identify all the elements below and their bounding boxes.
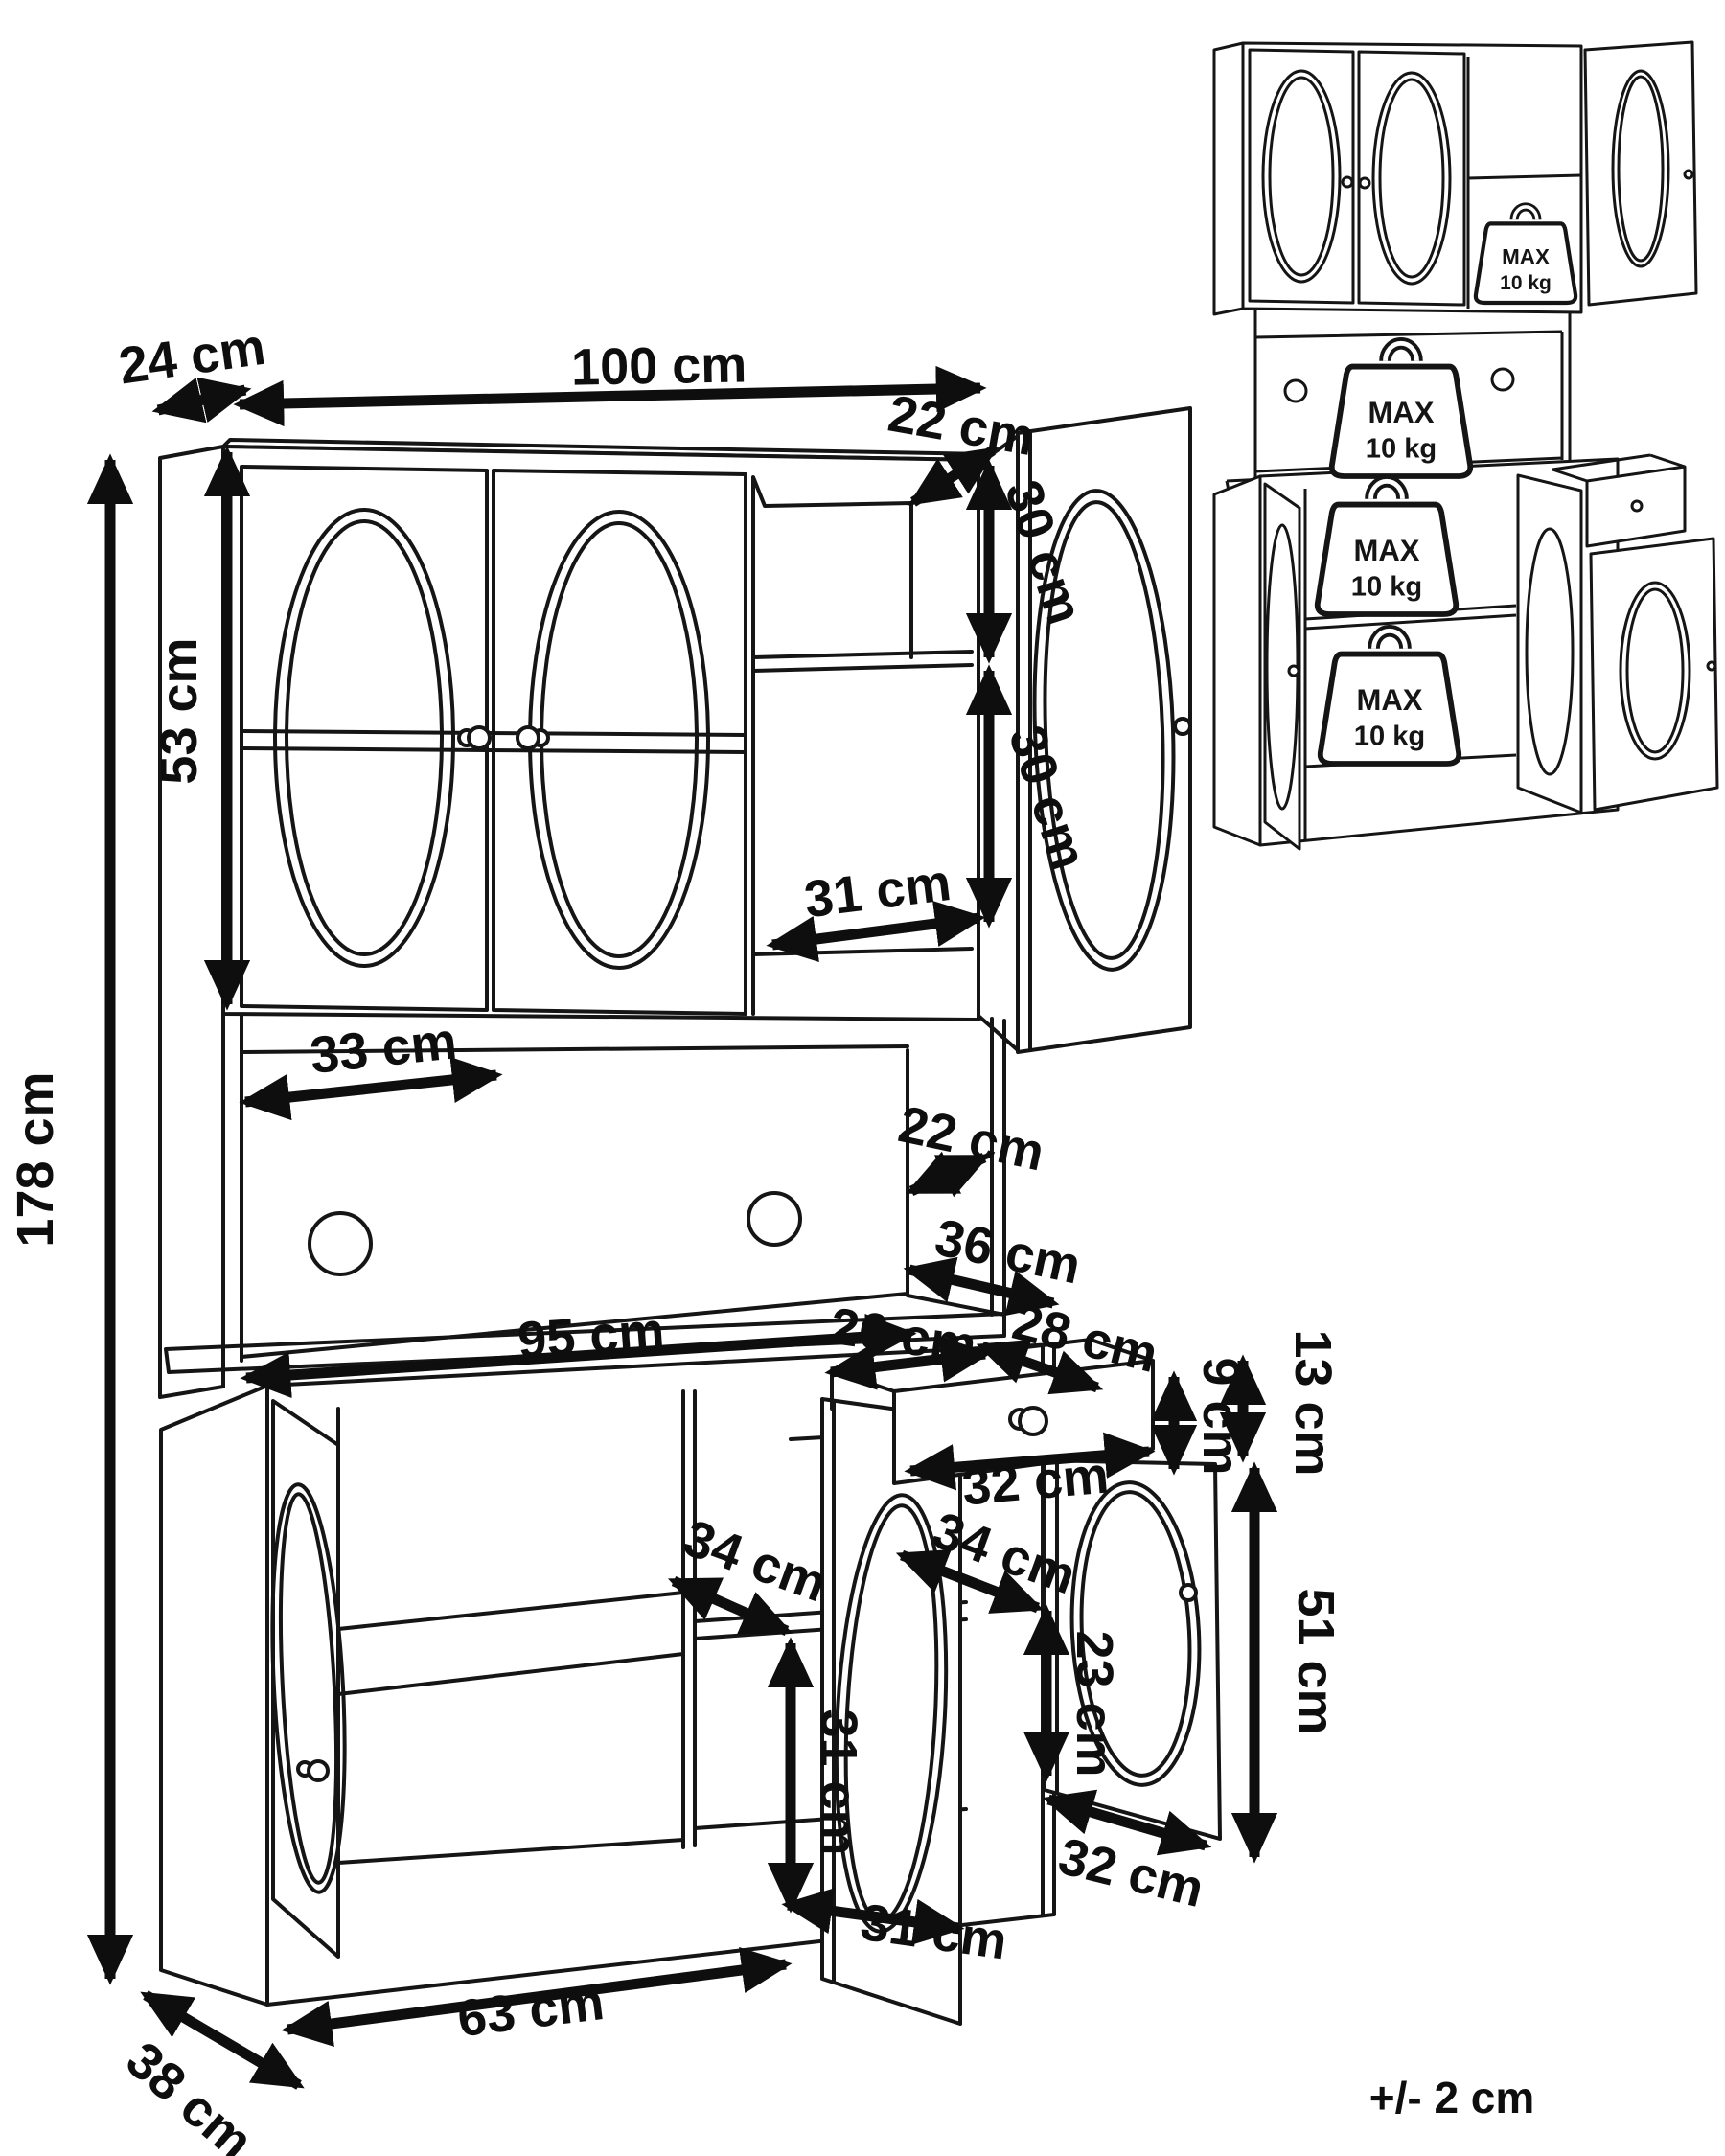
label-drawer-front-height: 13 cm (1284, 1329, 1342, 1476)
inset-drawer-sides (1552, 453, 1686, 483)
top-side-panel (158, 445, 225, 1399)
arrow-34cm-left (667, 1575, 794, 1637)
arrow-95cm (240, 1313, 917, 1399)
arrow-36cm (903, 1256, 1060, 1317)
arrow-38cm (140, 1990, 305, 2090)
inset-door (1248, 48, 1355, 305)
arrow-22cm-top (908, 446, 999, 507)
inset-hutch (1254, 310, 1572, 479)
drawer-knob (1018, 1406, 1048, 1436)
label-bottom-inner-width: 63 cm (454, 1973, 607, 2048)
label-left-lower-height: 31 cm (810, 1709, 867, 1855)
label-top-depth: 24 cm (116, 318, 269, 396)
arrow-24cm (151, 377, 252, 424)
cable-hole (747, 1191, 802, 1247)
arrow-34cm-mid (895, 1549, 1045, 1614)
inset-left-door (1263, 482, 1301, 851)
inset-door (1357, 50, 1466, 307)
arrow-26cm (824, 1336, 992, 1390)
tolerance-note: +/- 2 cm (1369, 2073, 1535, 2122)
glass-shelf-line (240, 729, 748, 754)
arrow-31cm-bottom (781, 1888, 965, 1945)
label-right-door-height: 51 cm (1287, 1588, 1345, 1734)
arrow-63cm (281, 1946, 793, 2048)
door-knob (516, 725, 540, 750)
label-under-drawer-width: 32 cm (960, 1447, 1112, 1517)
cable-hole (308, 1211, 373, 1276)
label-total-height: 178 cm (7, 1071, 64, 1247)
door-knob (307, 1759, 330, 1782)
max-weight-counter (1332, 343, 1470, 476)
arrow-100cm (233, 365, 987, 427)
oval-window-inner (285, 519, 444, 956)
label-top-door-width: 33 cm (308, 1012, 460, 1085)
main-cabinet-drawing: 24 cm 100 cm 22 cm 53 cm 30 cm 30 cm 31 … (7, 318, 1345, 2156)
door-knob (1173, 717, 1192, 736)
arrow-33cm (239, 1056, 503, 1121)
label-top-height: 53 cm (150, 637, 208, 784)
inset-right-door (1589, 537, 1719, 812)
door-knob (467, 725, 492, 750)
door-knob (1179, 1583, 1198, 1602)
arrow-31cm-top (766, 900, 986, 963)
arrow-22cm-mid (906, 1151, 990, 1198)
bottom-cabinet (159, 1338, 1222, 2026)
top-open-door (977, 406, 1192, 1054)
inset-bottom-side (1212, 474, 1262, 847)
label-counter-width: 95 cm (516, 1302, 666, 1370)
inset-top-side (1212, 41, 1245, 316)
inset-open-compartment (1466, 57, 1582, 309)
inset-load-limit-drawing (1212, 40, 1719, 851)
top-door-middle (492, 469, 748, 1016)
label-top-width: 100 cm (571, 335, 748, 396)
arrow-28cm (976, 1339, 1104, 1395)
bottom-side-panel (159, 1384, 269, 2007)
bottom-left-door (270, 1399, 347, 1959)
label-mid-lower-height: 23 cm (1066, 1630, 1123, 1777)
label-drawer-inner-height: 9 cm (1192, 1357, 1250, 1475)
top-cabinet (158, 406, 1192, 1399)
arrow-32cm-door (1042, 1789, 1212, 1856)
dimension-arrows (86, 365, 1278, 2090)
inset-open-door (1583, 40, 1698, 307)
arrow-32cm-under-drawer (904, 1432, 1156, 1491)
oval-window (273, 508, 455, 968)
